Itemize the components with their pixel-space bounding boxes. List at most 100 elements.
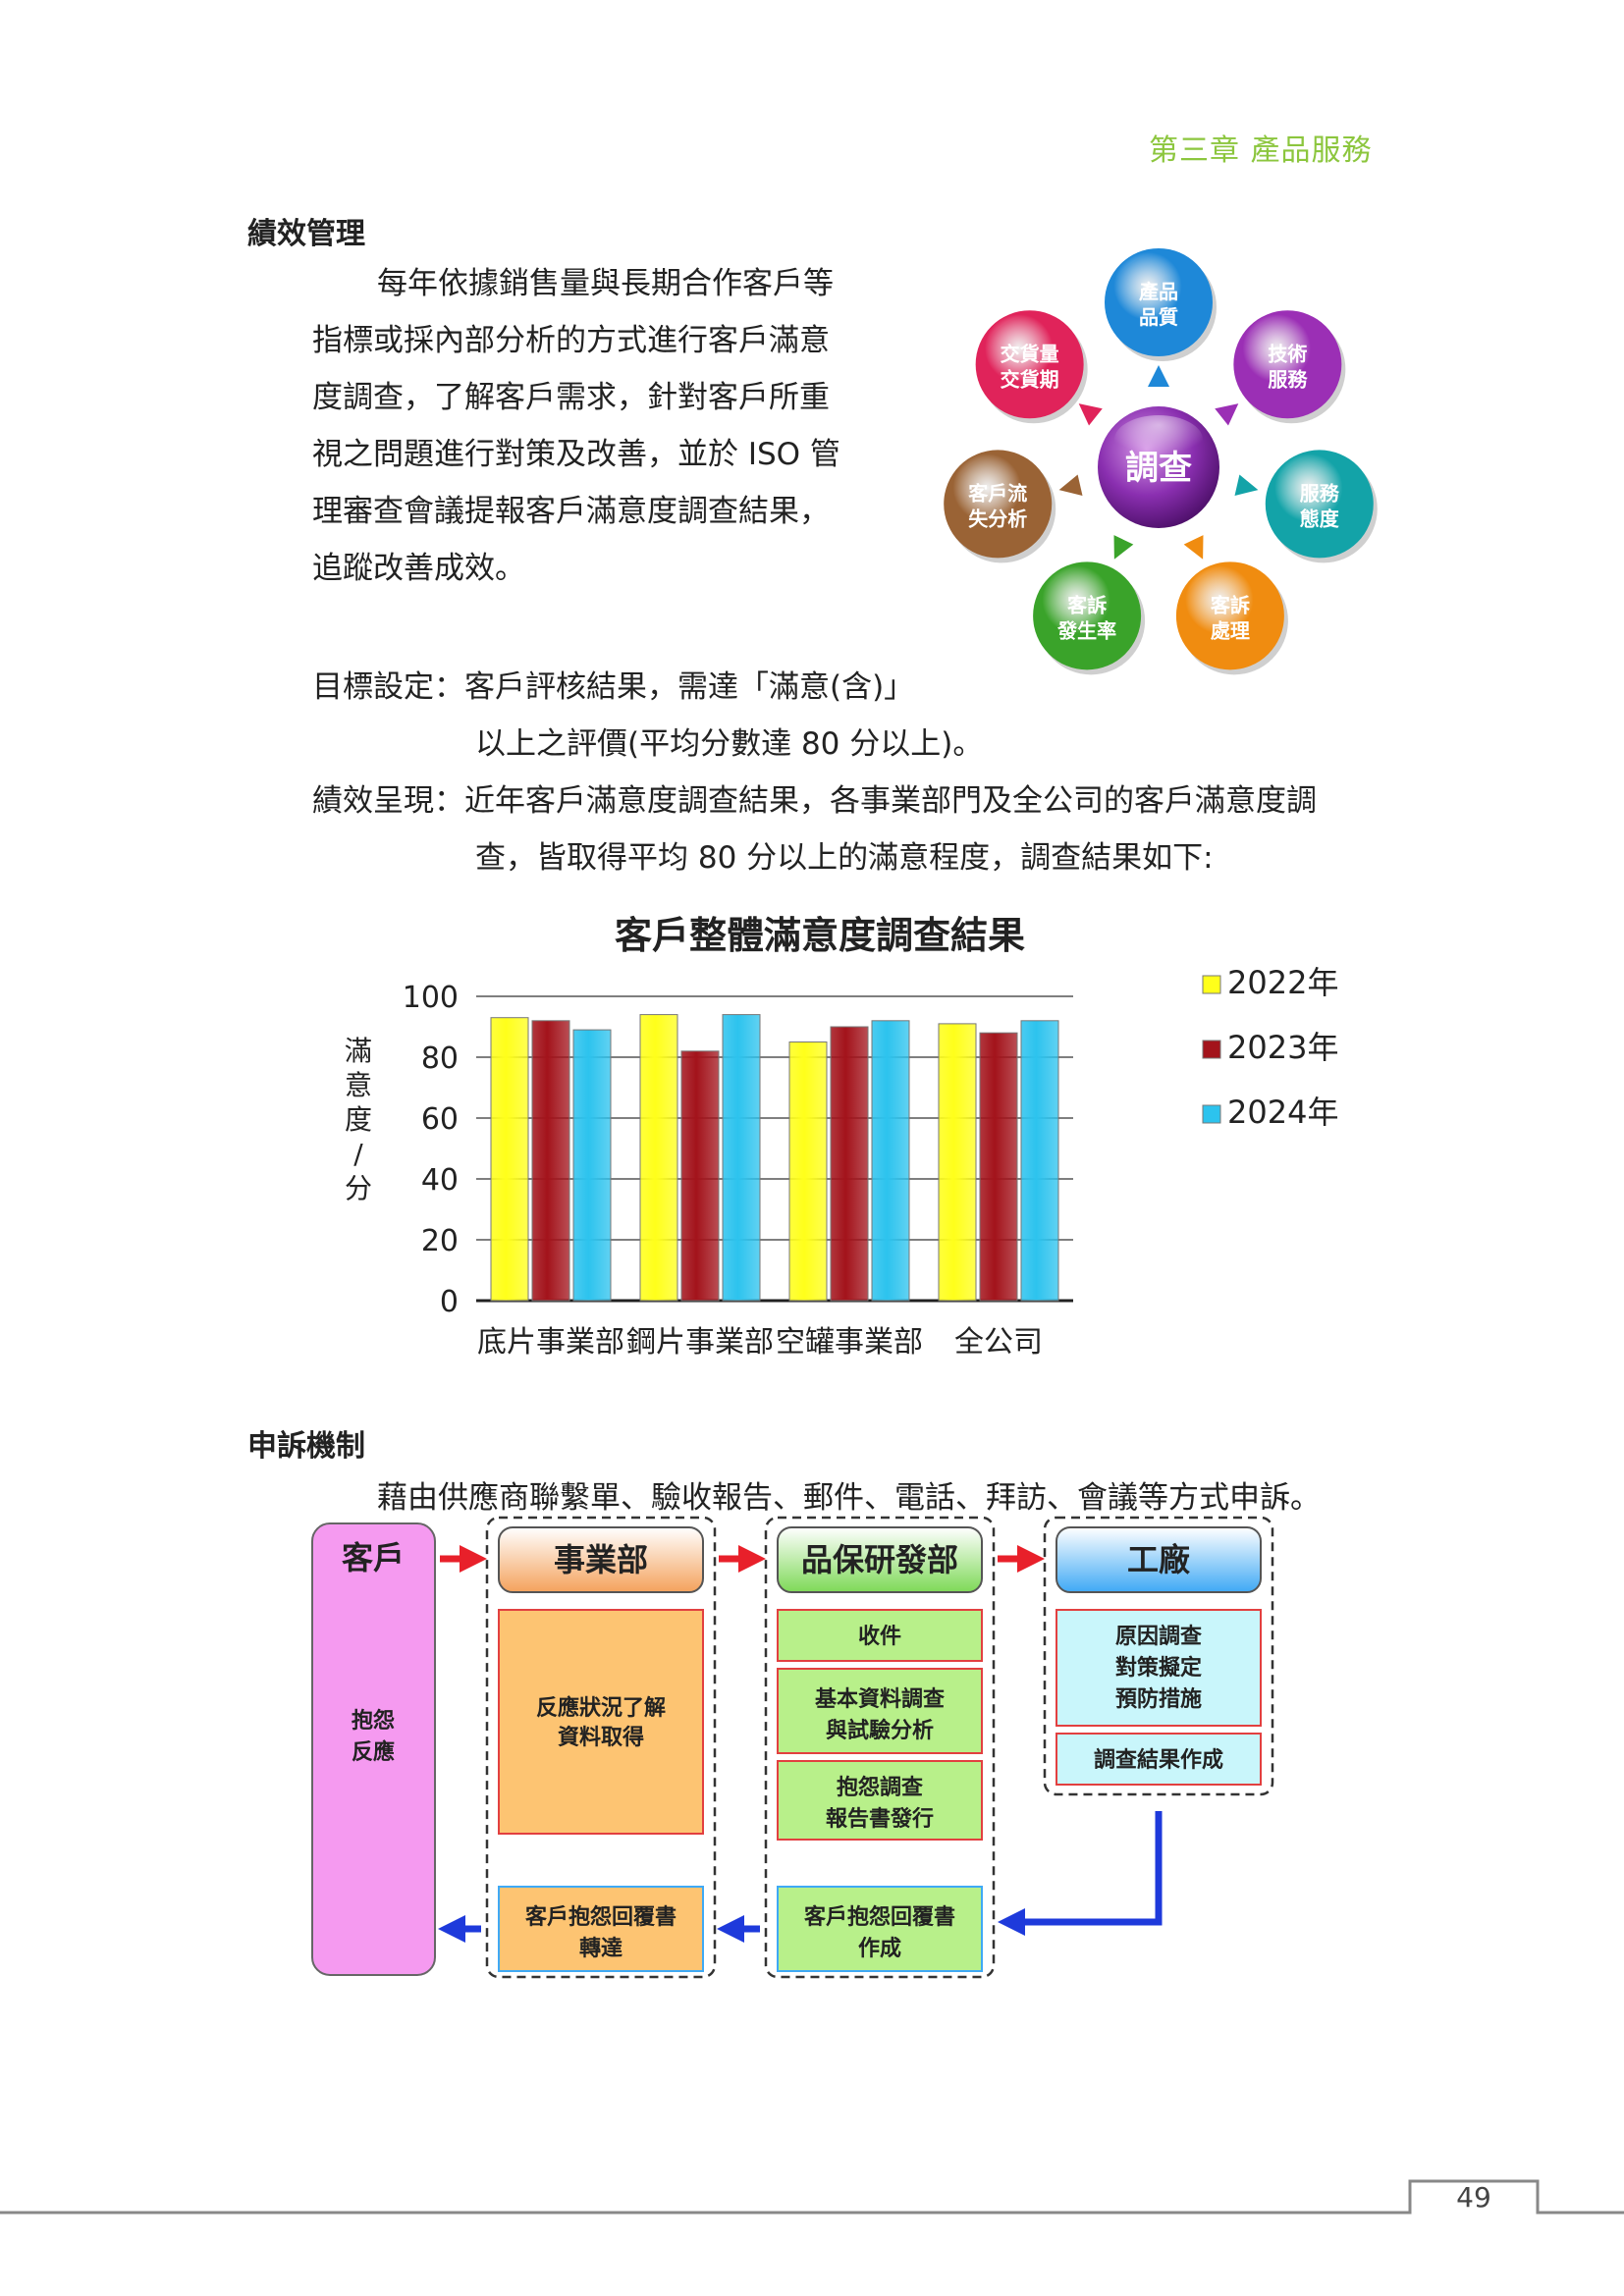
qa-dept-title: 品保研發部	[801, 1541, 958, 1578]
survey-node-label: 客訴	[1066, 593, 1107, 616]
chart-bar	[871, 1020, 910, 1302]
qa-report-box	[777, 1760, 983, 1841]
chart-ylabel-char: 分	[345, 1172, 372, 1204]
arrow-factory-to-qa	[998, 1811, 1163, 1936]
chart-bar	[788, 1041, 828, 1302]
para-line: 追蹤改善成效。	[312, 551, 525, 586]
survey-node	[1175, 561, 1284, 670]
survey-node	[944, 450, 1053, 559]
factory-box1-line3: 預防措施	[1115, 1686, 1202, 1712]
survey-node-label: 發生率	[1056, 618, 1116, 642]
survey-node-label: 交貨量	[1001, 342, 1059, 365]
chart-bar	[938, 1023, 977, 1302]
survey-node-label: 技術	[1268, 342, 1307, 365]
customer-title: 客戶	[342, 1539, 405, 1576]
qa-box4-line2: 作成	[858, 1937, 901, 1961]
qa-box4-line1: 客戶抱怨回覆書	[804, 1904, 955, 1930]
chart-ytick-label: 60	[421, 1102, 459, 1137]
qa-analysis-box	[777, 1668, 983, 1754]
chart-legend-label: 2024年	[1227, 1094, 1338, 1131]
factory-header	[1056, 1526, 1262, 1593]
complaint-intro: 藉由供應商聯繫單、驗收報告、郵件、電話、拜訪、會議等方式申訴。	[377, 1480, 1321, 1516]
chart-bar	[490, 1017, 529, 1302]
survey-node	[1265, 450, 1374, 559]
survey-arrow	[1113, 535, 1134, 560]
survey-arrow	[1183, 535, 1204, 560]
survey-node-label: 態度	[1300, 507, 1340, 530]
chart-ytick-label: 100	[403, 981, 459, 1015]
customer-body-line2: 反應	[352, 1739, 395, 1765]
chart-xtick-label: 全公司	[954, 1325, 1043, 1360]
factory-box1-line1: 原因調查	[1115, 1624, 1202, 1649]
chart-ytick-label: 40	[421, 1163, 459, 1198]
chapter-header: 第三章 產品服務	[1149, 133, 1373, 168]
survey-node-label: 客訴	[1210, 593, 1250, 616]
business-box2-line1: 客戶抱怨回覆書	[525, 1904, 677, 1930]
chart-legend-swatch	[1202, 975, 1221, 994]
chart-legend-swatch	[1202, 1104, 1221, 1124]
para-line: 視之問題進行對策及改善，並於 ISO 管	[312, 437, 840, 472]
survey-arrow	[1215, 403, 1239, 426]
chart-ytick-label: 20	[421, 1224, 459, 1258]
survey-node	[1033, 561, 1142, 670]
section-title-complaint: 申訴機制	[247, 1429, 365, 1464]
survey-node-label: 處理	[1211, 618, 1250, 642]
business-box1-line1: 反應狀況了解	[536, 1695, 666, 1721]
survey-node	[1105, 248, 1213, 356]
factory-group	[1043, 1516, 1274, 1796]
complaint-flow-diagram: 客戶 抱怨 反應 事業部 反應狀況了解 資料取得 客戶抱怨回覆書 轉達 品保研發…	[311, 1516, 1274, 1979]
qa-box2-line2: 與試驗分析	[826, 1718, 934, 1743]
para-line: 指標或採內部分析的方式進行客戶滿意	[312, 323, 830, 358]
business-reply-box	[498, 1886, 704, 1972]
survey-node-label: 交貨期	[1001, 367, 1059, 391]
business-dept-header	[498, 1526, 704, 1593]
page-number: 49	[1456, 2181, 1491, 2214]
goal-line-1: 目標設定：客戶評核結果，需達「滿意(含)」	[312, 669, 915, 705]
survey-node-label: 失分析	[968, 507, 1027, 530]
factory-cause-box	[1056, 1609, 1262, 1727]
factory-result-box	[1056, 1733, 1262, 1786]
chart-bar	[830, 1026, 869, 1302]
para-line: 度調查，了解客戶需求，針對客戶所重	[312, 380, 830, 415]
para-line: 每年依據銷售量與長期合作客戶等	[377, 266, 834, 301]
chart-bar	[531, 1020, 570, 1302]
business-investigate-box	[498, 1609, 704, 1835]
chart-xtick-label: 鋼片事業部	[626, 1325, 774, 1360]
survey-node-label: 服務	[1268, 367, 1308, 391]
qa-box1-text: 收件	[858, 1624, 901, 1649]
chart-title: 客戶整體滿意度調查結果	[615, 914, 1025, 957]
performance-paragraph: 每年依據銷售量與長期合作客戶等 指標或採內部分析的方式進行客戶滿意 度調查，了解…	[312, 255, 901, 597]
survey-arrow	[1078, 403, 1103, 426]
chart-ylabel-char: 滿	[345, 1035, 372, 1067]
survey-node	[1233, 310, 1342, 419]
chart-ytick-label: 0	[440, 1285, 459, 1319]
business-dept-title: 事業部	[554, 1541, 648, 1578]
section-title-performance: 績效管理	[247, 217, 365, 251]
chart-bar	[572, 1029, 612, 1302]
survey-center-label: 調查	[1125, 449, 1192, 488]
result-line-1: 績效呈現：近年客戶滿意度調查結果，各事業部門及全公司的客戶滿意度調	[312, 783, 1317, 819]
para-line: 理審查會議提報客戶滿意度調查結果，	[312, 494, 830, 529]
result-line-2: 查，皆取得平均 80 分以上的滿意程度，調查結果如下:	[475, 840, 1214, 876]
goal-line-2: 以上之評價(平均分數達 80 分以上)。	[475, 726, 984, 762]
survey-node-label: 品質	[1139, 305, 1178, 329]
survey-arrow	[1058, 474, 1083, 496]
business-box2-line2: 轉達	[579, 1936, 623, 1961]
qa-reply-box	[777, 1886, 983, 1972]
chart-ylabel-char: /	[353, 1138, 363, 1170]
chart-ylabel-char: 度	[345, 1103, 372, 1136]
customer-body-line1: 抱怨	[352, 1708, 395, 1734]
chart-bar	[1020, 1020, 1059, 1302]
factory-title: 工廠	[1127, 1541, 1190, 1578]
chart-xtick-label: 空罐事業部	[776, 1325, 923, 1360]
factory-box2-text: 調查結果作成	[1094, 1747, 1223, 1773]
qa-box2-line1: 基本資料調查	[815, 1686, 945, 1712]
chart-legend-swatch	[1202, 1040, 1221, 1059]
survey-arrow	[1234, 474, 1259, 496]
qa-box3-line2: 報告書發行	[826, 1806, 934, 1832]
chart-legend-label: 2023年	[1227, 1029, 1338, 1066]
chart-bar	[680, 1050, 720, 1302]
satisfaction-chart: 客戶整體滿意度調查結果 020406080100 底片事業部鋼片事業部空罐事業部…	[345, 914, 1338, 1360]
survey-node	[975, 310, 1084, 419]
